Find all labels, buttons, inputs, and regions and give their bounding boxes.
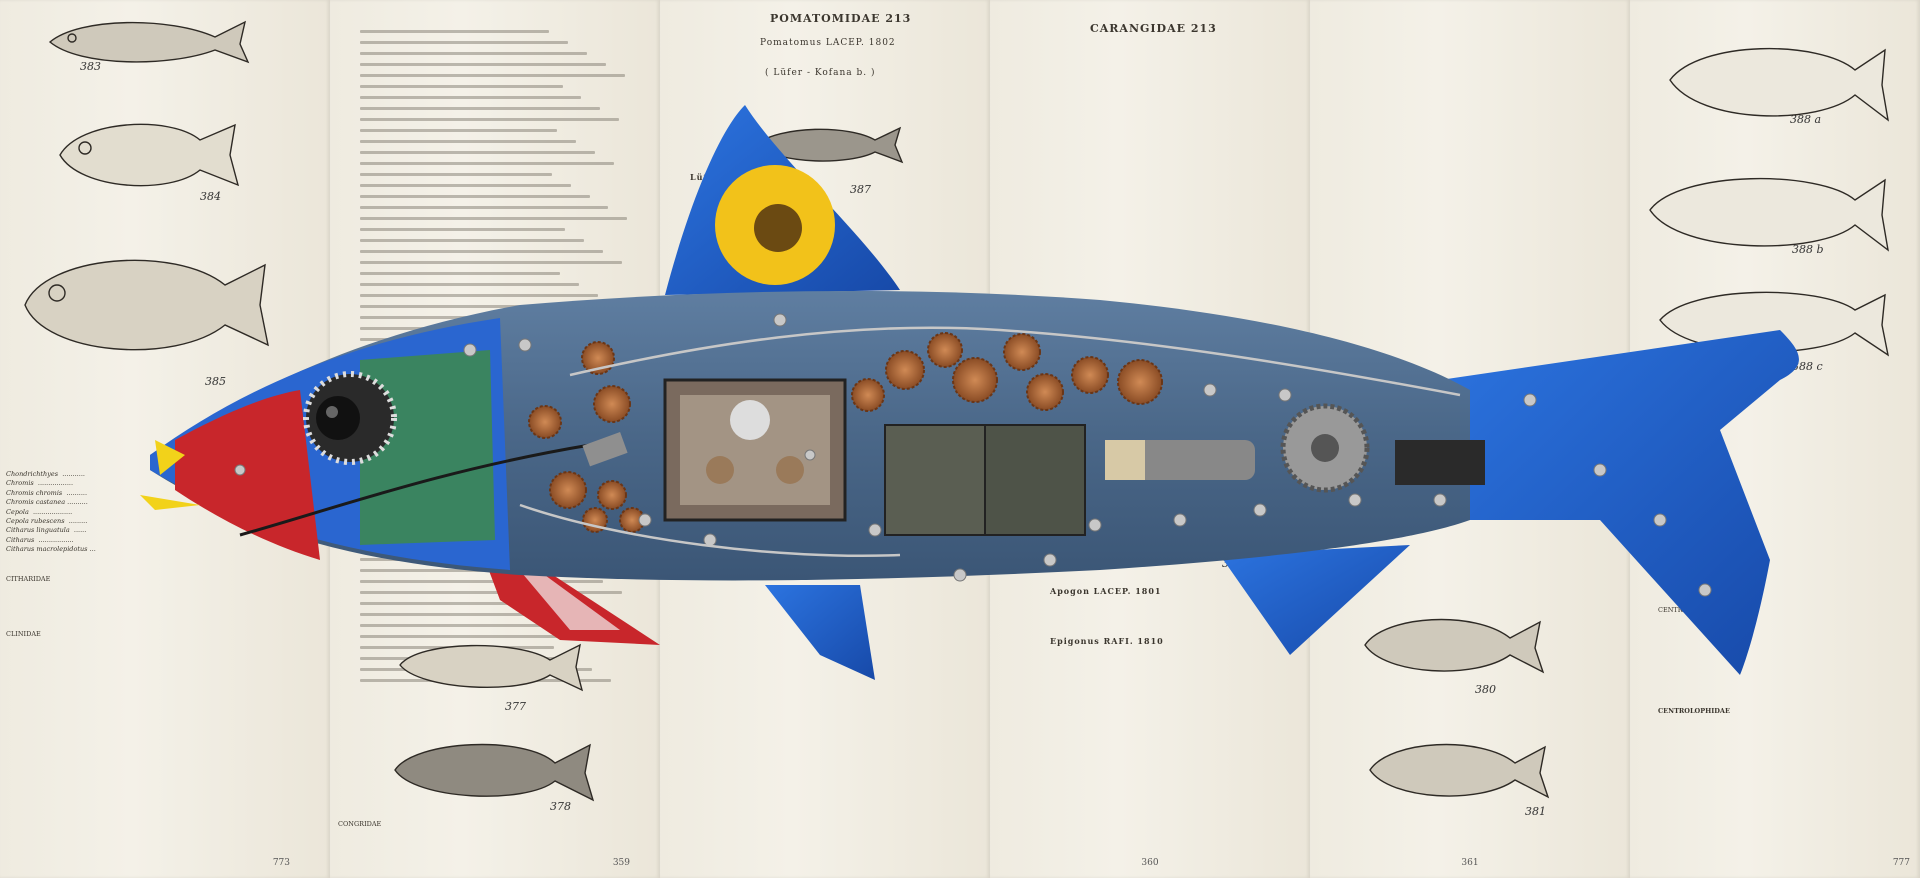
- text-line: [360, 118, 620, 121]
- text-line: [360, 305, 617, 308]
- text-line: [360, 602, 560, 605]
- head-red-band: [175, 390, 320, 560]
- text-line: [360, 217, 628, 220]
- figure-number: 377: [505, 700, 526, 713]
- figure-number: 381: [1525, 805, 1546, 818]
- text-line: [360, 580, 603, 583]
- mouth-yellow: [155, 440, 185, 475]
- wire: [239, 443, 591, 537]
- figure-number: 388 b: [1792, 243, 1824, 256]
- latch-part: [1395, 440, 1485, 485]
- text-line: [360, 74, 625, 77]
- figure-number: 384: [200, 190, 221, 203]
- index-heading: CENTROLOPHIDAE: [1658, 707, 1730, 715]
- index-heading: CLINIDAE: [6, 630, 41, 638]
- page-subheader: Pomatomus LACEP. 1802: [760, 38, 896, 48]
- figure-number: 380: [1475, 683, 1496, 696]
- apogon-heading: Apogon LACEP. 1801: [1050, 586, 1162, 596]
- text-line: [360, 107, 601, 110]
- page-number: 360: [1141, 858, 1159, 868]
- text-line: [360, 195, 590, 198]
- body-wire: [569, 326, 1461, 397]
- circuit-board: [984, 424, 1086, 536]
- page-number: 361: [1461, 858, 1479, 868]
- text-line: [360, 151, 595, 154]
- text-line: [360, 96, 582, 99]
- figure-number: 383: [80, 60, 101, 73]
- text-line: [360, 250, 603, 253]
- text-line: [360, 228, 566, 231]
- text-line: [360, 162, 614, 165]
- body-wire: [519, 503, 901, 558]
- text-line: [360, 316, 555, 319]
- assemblage-fish: [140, 105, 1799, 680]
- anal-fin: [1220, 545, 1410, 655]
- text-line: [360, 85, 563, 88]
- fish-illustration: [1649, 177, 1889, 252]
- text-line: [360, 63, 606, 66]
- figure-number: 388 a: [1790, 113, 1822, 126]
- fish-illustration: [753, 126, 904, 164]
- text-line: [360, 294, 598, 297]
- circuit-board: [884, 424, 986, 536]
- fish-illustration: [394, 743, 595, 802]
- text-line: [360, 272, 560, 275]
- tail-fin: [1440, 330, 1799, 675]
- text-line: [360, 184, 571, 187]
- fish-illustration: [399, 643, 584, 692]
- fish-illustration: [48, 20, 250, 64]
- page-number: 773: [272, 858, 290, 868]
- pelvic-fin: [765, 585, 875, 680]
- text-line: [360, 173, 552, 176]
- text-line: [360, 52, 587, 55]
- rivets: [234, 313, 1712, 597]
- text-line: [360, 283, 579, 286]
- text-line: [360, 261, 622, 264]
- fish-illustration: [1364, 618, 1545, 674]
- page-header: POMATOMIDAE 213: [770, 12, 912, 25]
- page-fish-illustrations: [24, 20, 1890, 802]
- index-heading: CITHARIDAE: [6, 575, 51, 583]
- figure-number: 387: [850, 183, 871, 196]
- figure-number: 378: [550, 800, 571, 813]
- index-heading: CONGRIDAE: [338, 820, 382, 828]
- fish-illustration: [1669, 47, 1889, 122]
- text-line: [360, 613, 579, 616]
- text-line: [360, 591, 622, 594]
- text-line: [360, 239, 585, 242]
- text-line: [360, 206, 609, 209]
- fish-eye: [316, 396, 360, 440]
- fish-illustration: [59, 123, 240, 187]
- epigonus-heading: Epigonus RAFI. 1810: [1050, 636, 1164, 646]
- text-line: [360, 30, 549, 33]
- text-line: [360, 624, 598, 627]
- lufer-label: ( Lüfer - Kofana b. ): [765, 68, 876, 78]
- fish-illustration: [1369, 743, 1550, 799]
- figure-number: 388 c: [1792, 360, 1823, 373]
- text-line: [360, 140, 576, 143]
- page-header: CARANGIDAE 213: [1090, 22, 1217, 35]
- text-line: [360, 635, 617, 638]
- text-line: [360, 41, 568, 44]
- text-line: [360, 129, 558, 132]
- index-column: Chondrichthyes ........... Chromis .....…: [6, 470, 96, 554]
- fish-illustration: [24, 259, 269, 351]
- page-number: 359: [612, 858, 630, 868]
- figure-number: 385: [205, 375, 226, 388]
- gears: [528, 332, 1163, 533]
- page-number: 777: [1892, 858, 1910, 868]
